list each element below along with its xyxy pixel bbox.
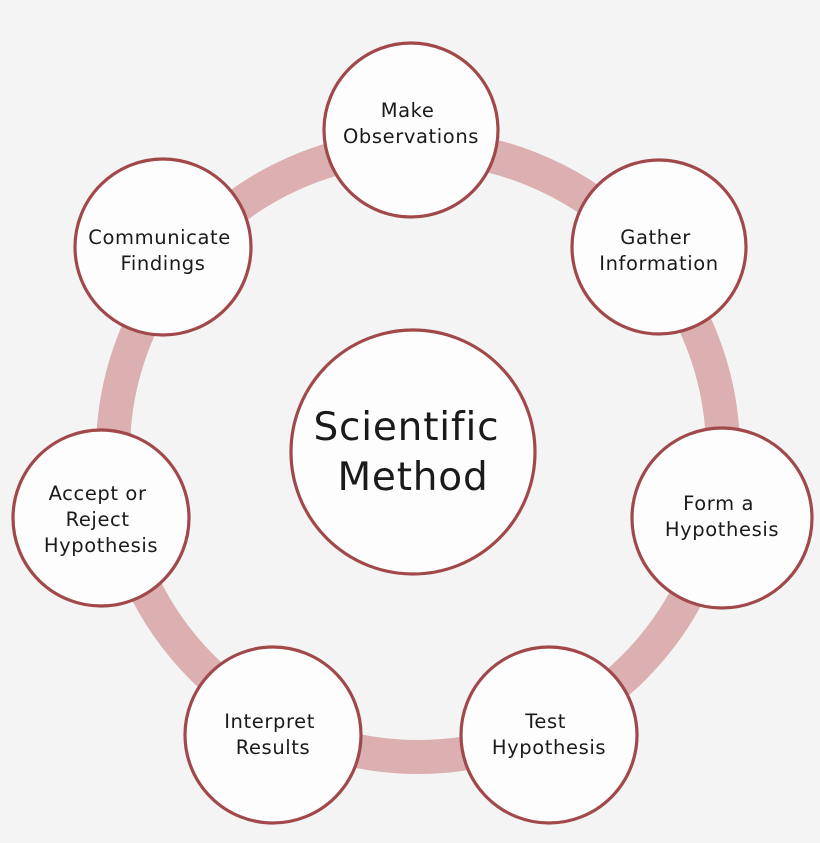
step-circle-make-observations: [322, 41, 500, 219]
step-node-interpret-results[interactable]: Interpret Results: [183, 645, 363, 825]
step-label-test-hypothesis: Test Hypothesis: [492, 710, 606, 759]
step-circle-accept-or-reject-hypothesis: [11, 428, 191, 608]
step-node-make-observations[interactable]: Make Observations: [322, 41, 500, 219]
step-circle-communicate-findings: [73, 157, 253, 337]
step-label-accept-or-reject-hypothesis: Accept or Reject Hypothesis: [44, 482, 158, 557]
center-title: Scientific Method: [313, 405, 512, 500]
step-node-communicate-findings[interactable]: Communicate Findings: [73, 157, 253, 337]
center-circle: [289, 328, 537, 576]
step-label-form-a-hypothesis: Form a Hypothesis: [665, 492, 779, 541]
step-circle-test-hypothesis: [459, 645, 639, 825]
step-node-gather-information[interactable]: Gather Information: [570, 158, 748, 336]
step-node-form-a-hypothesis[interactable]: Form a Hypothesis: [630, 426, 814, 610]
step-label-communicate-findings: Communicate Findings: [88, 226, 237, 275]
step-label-interpret-results: Interpret Results: [224, 710, 322, 759]
step-node-test-hypothesis[interactable]: Test Hypothesis: [459, 645, 639, 825]
step-circle-gather-information: [570, 158, 748, 336]
step-circle-form-a-hypothesis: [630, 426, 814, 610]
step-label-gather-information: Gather Information: [599, 226, 718, 275]
center-hub: Scientific Method: [289, 328, 537, 576]
step-node-accept-or-reject-hypothesis[interactable]: Accept or Reject Hypothesis: [11, 428, 191, 608]
step-label-make-observations: Make Observations: [343, 99, 479, 148]
step-circle-interpret-results: [183, 645, 363, 825]
